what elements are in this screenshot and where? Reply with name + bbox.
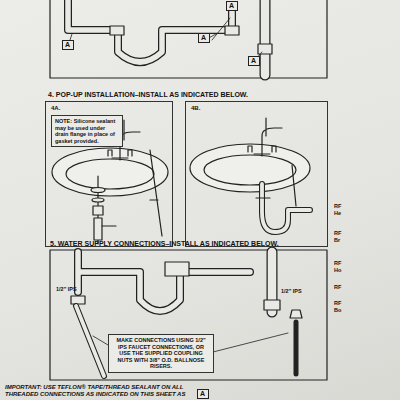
note-box: NOTE: Silicone sealant may be used under… (51, 115, 123, 147)
important-note: IMPORTANT: USE TEFLON® TAPE/THREAD SEALA… (5, 384, 197, 398)
coupling-nut (71, 296, 85, 304)
part-ref: Bo (334, 307, 341, 313)
node-text: A (251, 57, 257, 65)
basin-bowl (204, 155, 296, 185)
section-heading: 4. POP-UP INSTALLATION–INSTALL AS INDICA… (48, 91, 248, 98)
part-ref: He (334, 210, 341, 216)
node-text: MAKE CONNECTIONS USING 1/2" IPS FAUCET C… (112, 337, 210, 370)
pipe-fill (68, 0, 232, 62)
pivot-rod (102, 225, 116, 226)
supply-pipes (71, 252, 302, 376)
section-heading: 5. WATER SUPPLY CONNECTIONS–INSTALL AS I… (50, 240, 279, 247)
panel-frame (50, 0, 327, 78)
gasket (91, 188, 105, 193)
pipe-outline (78, 252, 250, 311)
pop-up-rod (98, 150, 162, 244)
pipe-size-label: 1/2" IPS (56, 286, 77, 292)
coupling-nut (110, 26, 124, 35)
part-ref: RF (334, 260, 341, 266)
instruction-box: MAKE CONNECTIONS USING 1/2" IPS FAUCET C… (108, 334, 214, 373)
part-ref: RF (334, 203, 341, 209)
part-ref: RF (334, 230, 341, 236)
node-text: A (65, 41, 71, 49)
node-text: NOTE: Silicone sealant may be used under… (55, 118, 119, 144)
figure-panel: 4A. NOTE: Silicone sealant may be used un… (45, 101, 173, 247)
node-text: A (201, 34, 207, 42)
leader-line (70, 18, 262, 60)
tailpiece-fill (261, 0, 270, 75)
faucet (248, 118, 282, 156)
node-text: 4A. (51, 105, 167, 111)
part-ref: RF (334, 300, 341, 306)
part-ref: Br (334, 237, 340, 243)
trap-outline (262, 184, 310, 232)
coupling-nut (225, 26, 239, 35)
pipe-outline (68, 0, 232, 62)
valve-body (165, 262, 189, 276)
callout-box: A (62, 40, 74, 50)
callout-box: A (197, 389, 209, 399)
part-ref: Ho (334, 267, 341, 273)
supply-hose-fill (76, 306, 104, 376)
trap-fill (262, 184, 310, 232)
locknut (93, 206, 103, 215)
pipe-size-label: 1/2" IPS (281, 288, 302, 294)
pipe-fill (78, 252, 250, 311)
sink-4b (190, 118, 310, 232)
callout-box: A (248, 56, 260, 66)
coupling-nut (264, 300, 280, 310)
node-text: 4B. (191, 105, 322, 111)
riser-nut (290, 310, 302, 318)
callout-box: A (198, 33, 210, 43)
basin-bowl (66, 159, 154, 189)
figure-panel: 4B. (185, 101, 328, 247)
tailpiece-outline (260, 0, 271, 75)
part-ref: RF (334, 284, 341, 290)
panel-frame (50, 250, 327, 380)
drain-pipes (68, 0, 272, 75)
slip-nut (258, 44, 272, 54)
pop-up-rod (256, 165, 296, 206)
washer (92, 198, 104, 202)
node-text: A (229, 2, 235, 10)
drain-body (94, 218, 102, 240)
callout-box: A (226, 1, 238, 11)
node-text: A (200, 390, 206, 398)
supply-hose (76, 306, 104, 376)
ballnose-riser (294, 322, 299, 374)
